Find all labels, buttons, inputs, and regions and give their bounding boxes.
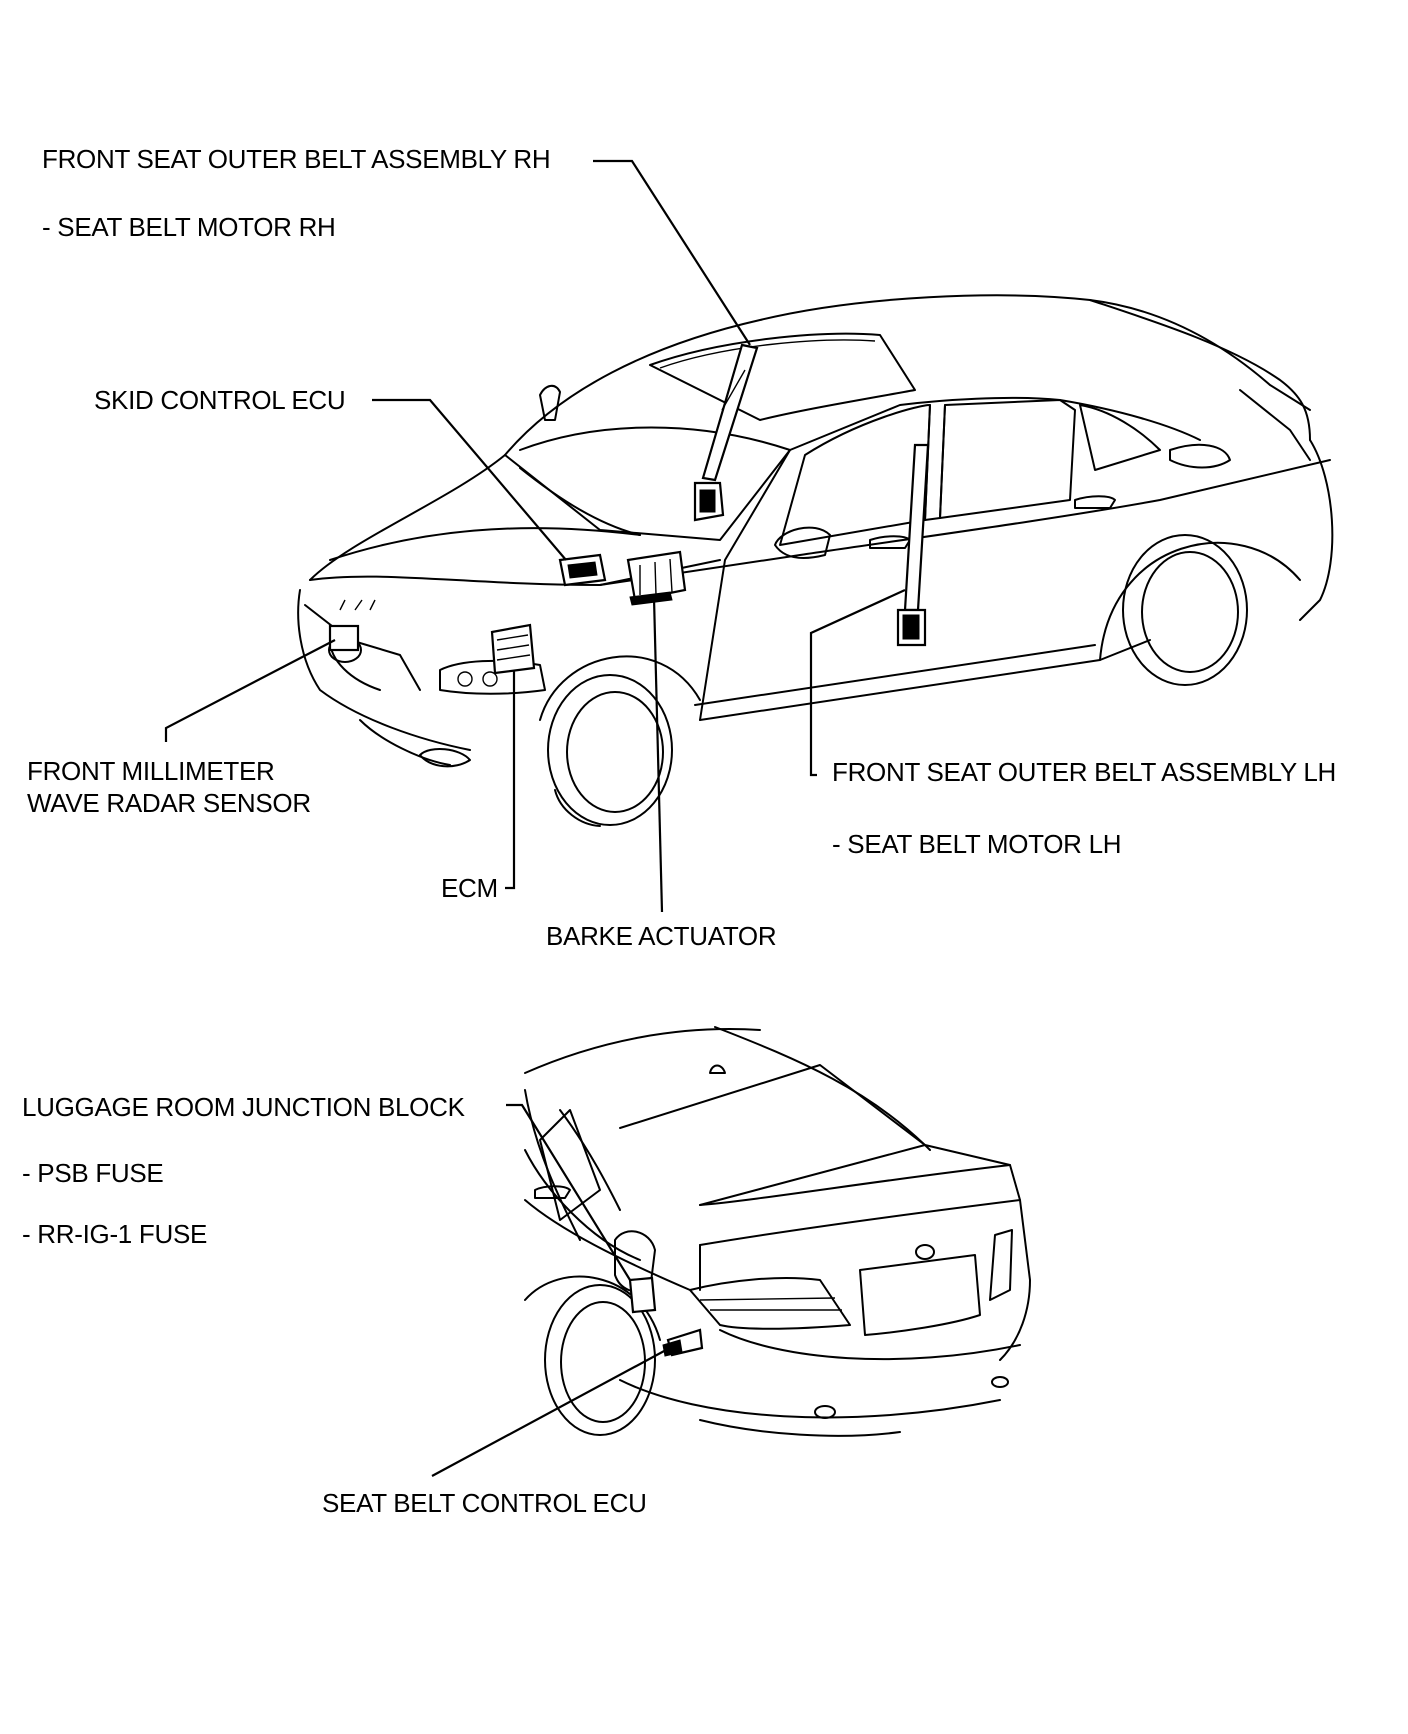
label-lh-belt-title: FRONT SEAT OUTER BELT ASSEMBLY LH [832,757,1336,787]
front-components [328,343,930,675]
label-radar-line1: FRONT MILLIMETER [27,756,275,786]
label-skid-control-ecu: SKID CONTROL ECU [94,385,346,415]
label-rh-belt-motor: - SEAT BELT MOTOR RH [42,212,336,242]
rear-components [628,1276,704,1357]
front-car-drawing [297,294,1334,827]
label-rh-belt-title: FRONT SEAT OUTER BELT ASSEMBLY RH [42,144,551,174]
rear-leader-lines [431,1103,667,1477]
label-radar-line2: WAVE RADAR SENSOR [27,788,311,818]
label-luggage-junction-block: LUGGAGE ROOM JUNCTION BLOCK [22,1092,465,1122]
front-leader-lines [164,159,906,913]
label-brake-actuator: BARKE ACTUATOR [546,921,777,951]
label-rrig1-fuse: - RR-IG-1 FUSE [22,1219,208,1249]
label-ecm: ECM [441,873,498,903]
label-psb-fuse: - PSB FUSE [22,1158,164,1188]
label-seat-belt-control-ecu: SEAT BELT CONTROL ECU [322,1488,647,1518]
label-lh-belt-motor: - SEAT BELT MOTOR LH [832,829,1122,859]
rear-car-drawing [524,1026,1031,1437]
